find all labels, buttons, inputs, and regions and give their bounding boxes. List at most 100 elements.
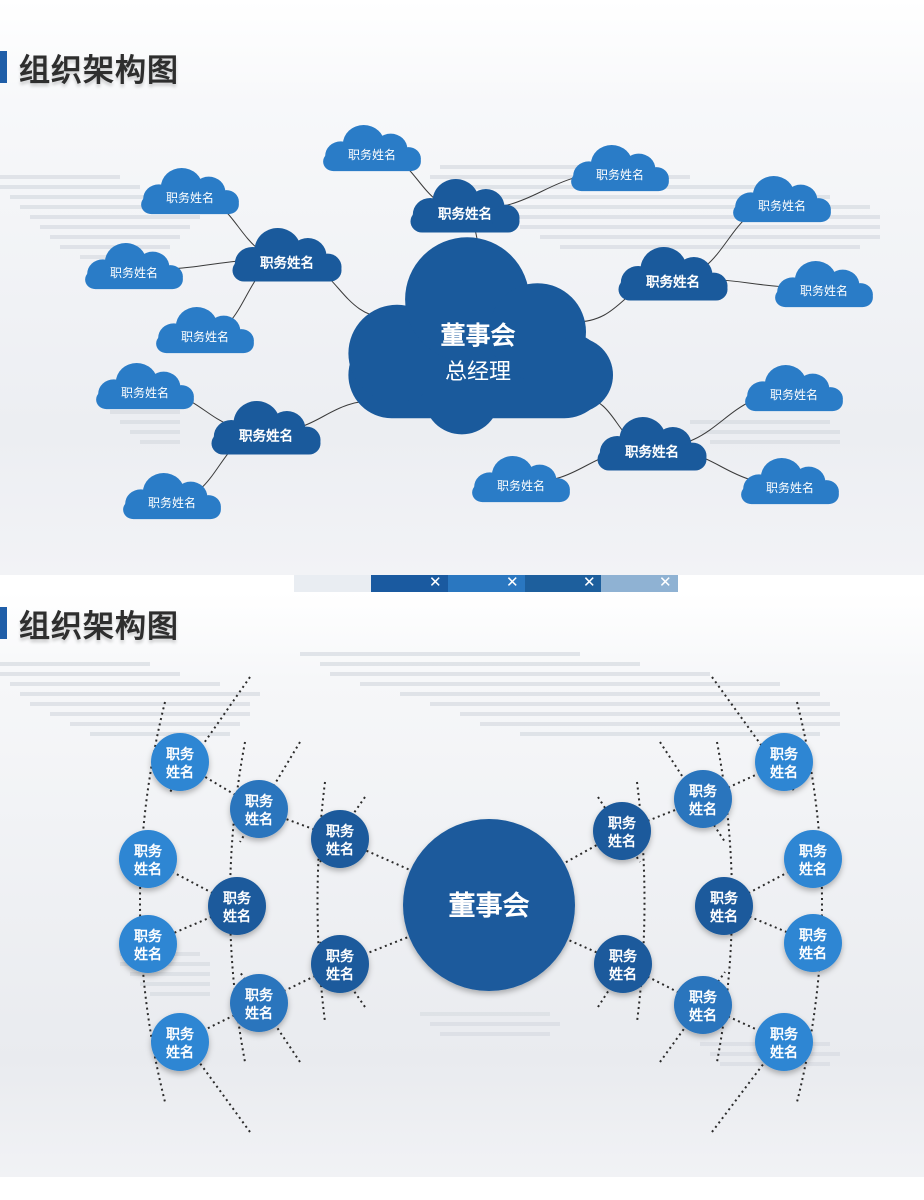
- cloud-label: 职务姓名: [121, 385, 169, 400]
- org-node-circle: 职务姓名: [151, 1013, 209, 1071]
- org-node-circle: 职务姓名: [593, 802, 651, 860]
- node-name: 姓名: [245, 811, 273, 828]
- mid-cloud: 职务姓名: [232, 228, 342, 282]
- leaf-cloud: 职务姓名: [745, 365, 843, 412]
- org-node-circle: 职务姓名: [784, 914, 842, 972]
- dotted-line: [702, 1004, 785, 1043]
- dotted-line: [702, 761, 785, 800]
- node-title: 职务: [166, 1026, 195, 1043]
- cloud-label: 职务姓名: [800, 283, 848, 298]
- org-node-circle: 职务姓名: [230, 974, 288, 1032]
- cloud-label: 职务姓名: [148, 495, 196, 510]
- strip-segment-4: ✕: [601, 573, 678, 592]
- dotted-line: [711, 676, 796, 793]
- org-node-circle: 职务姓名: [230, 780, 288, 838]
- node-title: 职务: [223, 890, 252, 907]
- mid-cloud: 职务姓名: [618, 247, 728, 301]
- org-node-circle: 职务姓名: [151, 733, 209, 791]
- cloud-label: 职务姓名: [348, 147, 396, 162]
- board-label: 董事会: [449, 891, 530, 922]
- cloud-label: 职务姓名: [770, 387, 818, 402]
- node-name: 姓名: [134, 946, 162, 963]
- leaf-cloud: 职务姓名: [141, 168, 239, 215]
- node-name: 姓名: [689, 801, 717, 818]
- node-title: 职务: [689, 783, 718, 800]
- node-name: 姓名: [245, 1005, 273, 1022]
- circle-org-chart: 职务姓名职务姓名职务姓名职务姓名职务姓名职务姓名职务姓名职务姓名职务姓名职务姓名…: [119, 676, 842, 1133]
- cloud-label: 职务姓名: [766, 480, 814, 495]
- node-name: 姓名: [770, 764, 798, 781]
- org-node-circle: 职务姓名: [119, 915, 177, 973]
- cloud-label: 职务姓名: [239, 427, 293, 444]
- node-name: 姓名: [609, 966, 637, 983]
- node-title: 职务: [770, 746, 799, 763]
- page-title: 组织架构图: [0, 604, 179, 645]
- node-title: 职务: [326, 948, 355, 965]
- node-title: 职务: [608, 815, 637, 832]
- node-name: 姓名: [326, 841, 354, 858]
- leaf-cloud: 职务姓名: [571, 145, 669, 192]
- circle-nodes: 职务姓名职务姓名职务姓名职务姓名职务姓名职务姓名职务姓名职务姓名职务姓名职务姓名…: [119, 733, 842, 1071]
- page-title-text: 组织架构图: [19, 608, 179, 645]
- org-node-circle: 职务姓名: [755, 1013, 813, 1071]
- leaf-cloud: 职务姓名: [85, 243, 183, 290]
- page-title-text: 组织架构图: [19, 52, 179, 89]
- org-node-circle: 职务姓名: [119, 830, 177, 888]
- node-title: 职务: [689, 989, 718, 1006]
- x-mark-icon: ✕: [429, 573, 442, 591]
- node-name: 姓名: [326, 966, 354, 983]
- node-name: 姓名: [134, 861, 162, 878]
- cloud-label: 职务姓名: [181, 329, 229, 344]
- leaf-cloud: 职务姓名: [156, 307, 254, 354]
- board-circle: 董事会: [403, 819, 575, 991]
- dotted-line: [179, 761, 260, 810]
- leaf-cloud: 职务姓名: [775, 261, 873, 308]
- node-title: 职务: [609, 948, 638, 965]
- leaf-cloud: 职务姓名: [472, 456, 570, 503]
- node-title: 职务: [134, 843, 163, 860]
- strip-segment-2: ✕: [448, 573, 525, 592]
- node-name: 姓名: [710, 908, 738, 925]
- org-node-circle: 职务姓名: [755, 733, 813, 791]
- title-accent-bar: [0, 607, 7, 639]
- org-chart-slide-cloud: 组织架构图 职务姓名职务姓名职务姓名职务姓名职务姓名职务姓名职务姓名职务姓名职务…: [0, 0, 924, 575]
- org-chart-slide-circle: 组织架构图 职务姓名职务姓名职务姓名职务姓名职务姓名职务姓名职务姓名职务姓名职务…: [0, 592, 924, 1177]
- cloud-label: 职务姓名: [110, 265, 158, 280]
- cloud-label: 职务姓名: [758, 198, 806, 213]
- x-mark-icon: ✕: [659, 573, 672, 591]
- cloud-label: 职务姓名: [260, 254, 314, 271]
- node-title: 职务: [134, 928, 163, 945]
- org-node-circle: 职务姓名: [208, 877, 266, 935]
- dotted-line: [239, 971, 301, 1063]
- cloud-label: 职务姓名: [625, 443, 679, 460]
- node-name: 姓名: [799, 945, 827, 962]
- node-title: 职务: [710, 890, 739, 907]
- org-node-circle: 职务姓名: [594, 935, 652, 993]
- cloud-label: 职务姓名: [497, 478, 545, 493]
- node-title: 职务: [326, 823, 355, 840]
- node-name: 姓名: [166, 764, 194, 781]
- dotted-line: [711, 1021, 796, 1133]
- page-title: 组织架构图: [0, 48, 179, 89]
- mid-cloud: 职务姓名: [211, 401, 321, 455]
- x-mark-icon: ✕: [506, 573, 519, 591]
- node-title: 职务: [245, 987, 274, 1004]
- node-title: 职务: [245, 793, 274, 810]
- node-title: 职务: [166, 746, 195, 763]
- org-node-circle: 职务姓名: [674, 770, 732, 828]
- leaf-cloud: 职务姓名: [123, 473, 221, 520]
- dotted-line: [258, 963, 341, 1004]
- cloud-label: 职务姓名: [646, 273, 700, 290]
- node-name: 姓名: [770, 1044, 798, 1061]
- leaf-cloud: 职务姓名: [741, 458, 839, 505]
- central-title: 董事会: [440, 321, 515, 350]
- leaf-cloud: 职务姓名: [323, 125, 421, 172]
- world-map-background: [0, 652, 840, 1066]
- node-name: 姓名: [608, 833, 636, 850]
- leaf-cloud: 职务姓名: [96, 363, 194, 410]
- dotted-arc: [316, 781, 326, 1023]
- node-name: 姓名: [689, 1007, 717, 1024]
- title-accent-bar: [0, 51, 7, 83]
- x-mark-icon: ✕: [583, 573, 596, 591]
